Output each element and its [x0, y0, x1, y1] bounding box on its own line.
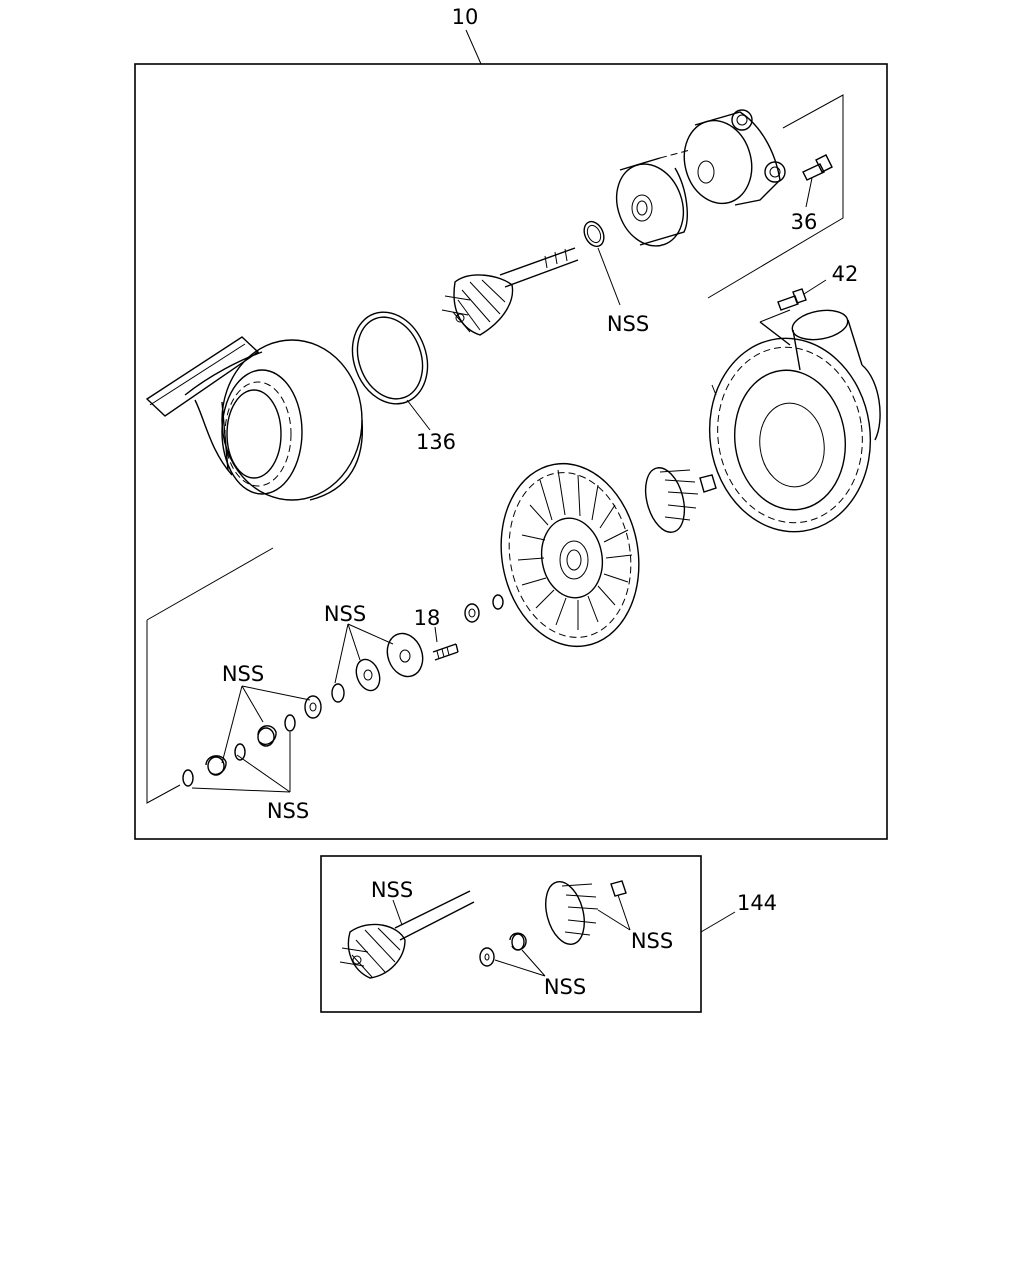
kit-frame: [320, 855, 736, 1013]
shaft-seal-ring: [583, 220, 621, 306]
bolt-42: [777, 279, 827, 311]
callout-kit-wheel-nss: NSS: [371, 878, 413, 902]
bolt-36: [802, 154, 833, 208]
callout-seal-ring-nss: NSS: [607, 312, 649, 336]
compressor-housing: [708, 309, 881, 533]
assembly-frame: [134, 29, 888, 840]
kit-compressor-wheel: [545, 880, 631, 945]
kit-washer-nut: [479, 932, 546, 977]
callout-assembly-10: 10: [452, 5, 479, 29]
turbine-wheel-shaft: [441, 247, 579, 336]
turbine-housing: [145, 336, 364, 501]
callout-upper-ring-nss: NSS: [222, 662, 264, 686]
callout-upper-seal-nss: NSS: [324, 602, 366, 626]
callout-kit-impeller-nss: NSS: [631, 929, 673, 953]
large-o-ring: [351, 311, 431, 431]
callout-bolt-36: 36: [791, 210, 818, 234]
thrust-parts: [304, 594, 504, 719]
callout-kit-144: 144: [737, 891, 777, 915]
callout-screw-18: 18: [414, 606, 441, 630]
diffuser-backplate: [500, 462, 640, 648]
callout-lower-ring-nss: NSS: [267, 799, 309, 823]
compressor-wheel: [644, 467, 717, 533]
center-housing: [659, 94, 844, 299]
bearing-housing-disc: [615, 157, 688, 247]
callout-bolt-42: 42: [832, 262, 859, 286]
bearings-snap-rings: [146, 547, 311, 804]
callout-oring-136: 136: [416, 430, 456, 454]
callout-kit-washer-nss: NSS: [544, 975, 586, 999]
kit-turbine-wheel-shaft: [339, 890, 475, 979]
